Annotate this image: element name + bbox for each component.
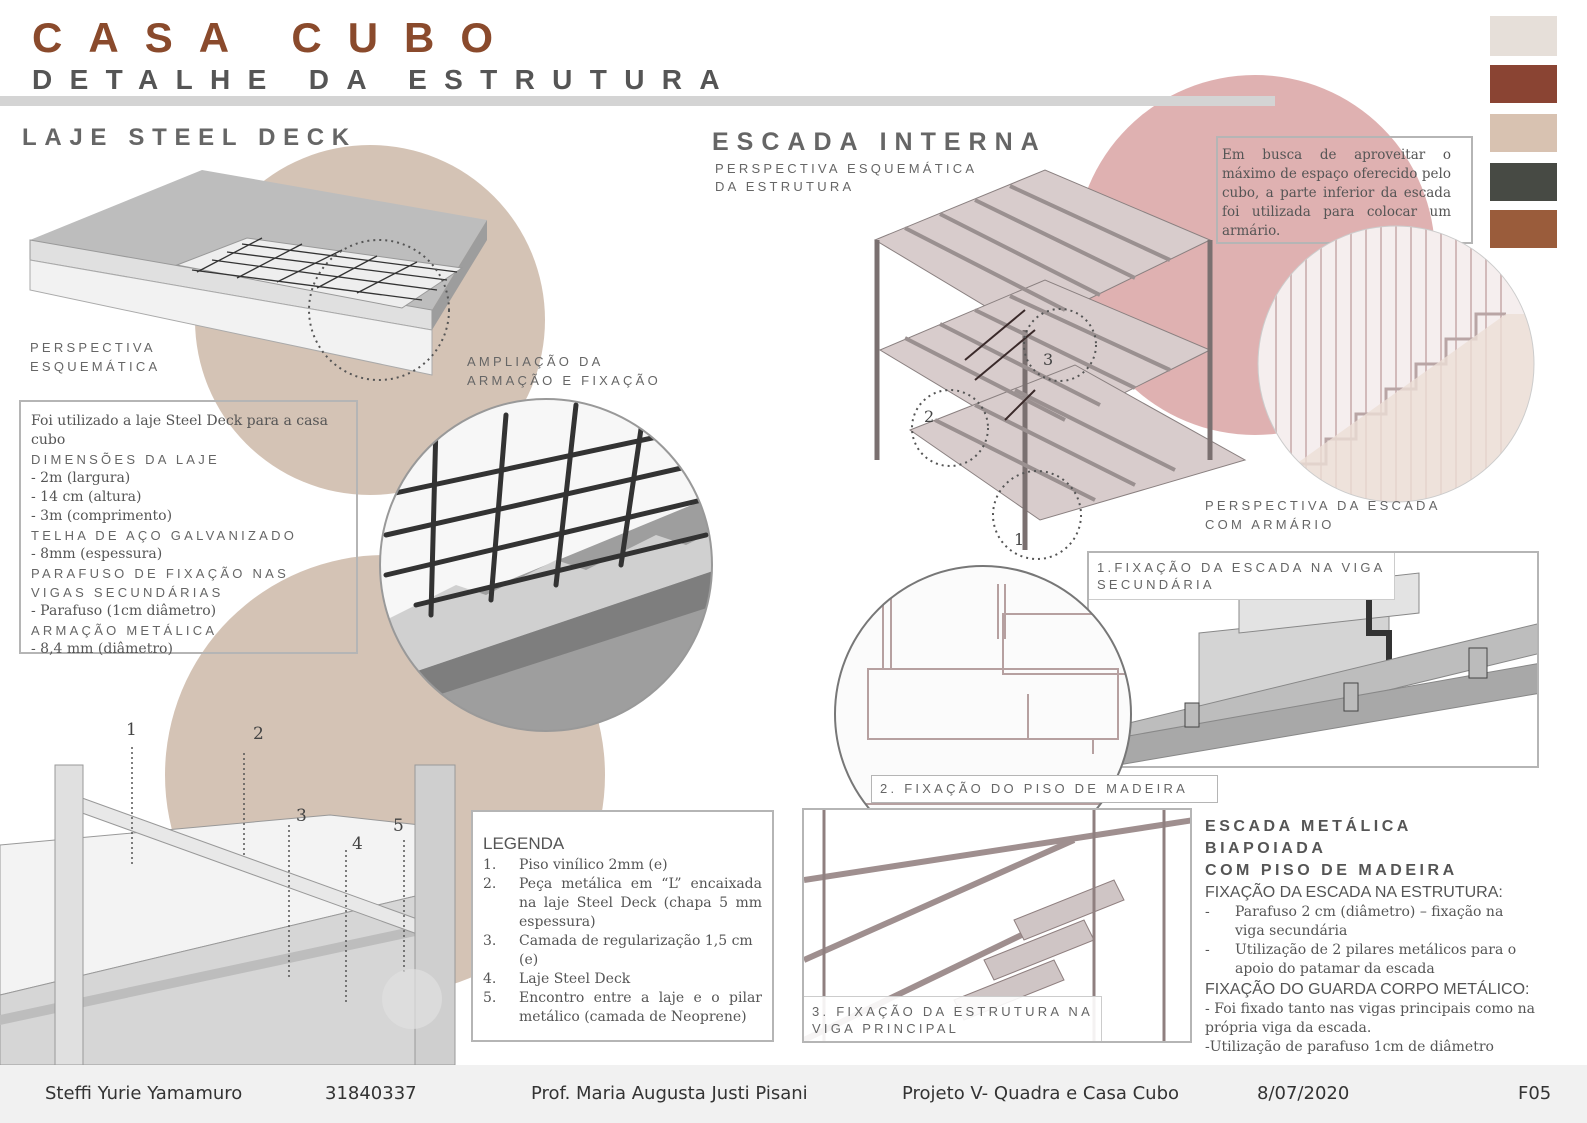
- fix1-panel: 1.FIXAÇÃO DA ESCADA NA VIGA SECUNDÁRIA: [1087, 551, 1539, 768]
- stair-marker-3: 3: [1043, 350, 1054, 369]
- footer-professor: Prof. Maria Augusta Justi Pisani: [531, 1083, 808, 1104]
- swatch-3: [1490, 114, 1557, 152]
- laje-intro: Foi utilizado a laje Steel Deck para a c…: [31, 413, 328, 448]
- stair-marker-1: 1: [1014, 530, 1025, 549]
- legenda-item: 5.Encontro entre a laje e o pilar metáli…: [483, 990, 762, 1025]
- fix1-label: 1.FIXAÇÃO DA ESCADA NA VIGA SECUNDÁRIA: [1089, 553, 1395, 600]
- dims-title: DIMENSÕES DA LAJE: [31, 452, 220, 467]
- footer-ra: 31840337: [325, 1083, 417, 1104]
- stair-marker-2: 2: [924, 407, 935, 426]
- legenda-item: 4.Laje Steel Deck: [483, 971, 631, 987]
- swatch-5: [1490, 210, 1557, 248]
- footer: Steffi Yurie Yamamuro 31840337 Prof. Mar…: [0, 1065, 1587, 1123]
- guard-title: FIXAÇÃO DO GUARDA CORPO METÁLICO:: [1205, 981, 1530, 998]
- detail-number-2: 2: [253, 724, 264, 744]
- armacao-detail-circle: [379, 398, 713, 732]
- escada-sub-label: PERSPECTIVA ESQUEMÁTICA DA ESTRUTURA: [715, 161, 978, 194]
- steel-deck-drawing: [29, 170, 487, 381]
- detail-number-5: 5: [393, 816, 404, 836]
- laje-section-drawing: [0, 747, 456, 1065]
- laje-perspective-label: PERSPECTIVA ESQUEMÁTICA: [30, 340, 161, 374]
- legenda-box: LEGENDA 1.Piso vinílico 2mm (e) 2.Peça m…: [471, 810, 774, 1042]
- stair-structure-drawing: [873, 169, 1247, 560]
- color-palette: [1490, 16, 1557, 248]
- footer-date: 8/07/2020: [1257, 1083, 1350, 1104]
- neoprene-detail-circle: [382, 969, 442, 1029]
- legenda-item: 3.Camada de regularização 1,5 cm (e): [483, 933, 753, 968]
- fix-item: -Utilização de 2 pilares metálicos para …: [1205, 942, 1517, 977]
- legenda-item: 2.Peça metálica em “L” encaixada na laje…: [483, 876, 762, 930]
- fix-item: -Parafuso 2 cm (diâmetro) – fixação na v…: [1205, 904, 1504, 939]
- escada-desc-title-2: COM PISO DE MADEIRA: [1205, 862, 1458, 879]
- stair-wardrobe-circle: [1257, 225, 1535, 503]
- header-divider: [0, 96, 1275, 106]
- laje-heading: LAJE STEEL DECK: [22, 124, 357, 151]
- ampliacao-label: AMPLIAÇÃO DA ARMAÇÃO E FIXAÇÃO: [467, 354, 661, 388]
- escada-note: Em busca de aproveitar o máximo de espaç…: [1222, 147, 1451, 239]
- detail-number-3: 3: [296, 806, 307, 826]
- legenda-item: 1.Piso vinílico 2mm (e): [483, 857, 668, 873]
- detail-circle: [308, 239, 450, 381]
- fix3-label: 3. FIXAÇÃO DA ESTRUTURA NA VIGA PRINCIPA…: [804, 996, 1102, 1041]
- fix-structure-title: FIXAÇÃO DA ESCADA NA ESTRUTURA:: [1205, 884, 1503, 901]
- escada-heading: ESCADA INTERNA: [712, 128, 1047, 156]
- swatch-4: [1490, 163, 1557, 201]
- laje-info-box: Foi utilizado a laje Steel Deck para a c…: [19, 400, 358, 657]
- footer-project: Projeto V- Quadra e Casa Cubo: [902, 1083, 1180, 1104]
- footer-sheet: F05: [1518, 1083, 1552, 1104]
- detail-number-4: 4: [352, 834, 363, 854]
- swatch-1: [1490, 16, 1557, 56]
- guard-item: - Foi fixado tanto nas vigas principais …: [1205, 1001, 1535, 1036]
- escada-perspective-label: PERSPECTIVA DA ESCADA COM ARMÁRIO: [1205, 498, 1441, 532]
- telha-title: TELHA DE AÇO GALVANIZADO: [31, 528, 298, 543]
- legenda-title: LEGENDA: [483, 834, 565, 853]
- page-title: CASA CUBO: [32, 14, 520, 61]
- page-subtitle: DETALHE DA ESTRUTURA: [32, 64, 737, 95]
- parafuso-title: PARAFUSO DE FIXAÇÃO NAS VIGAS SECUNDÁRIA…: [31, 566, 289, 600]
- escada-desc-title-1: ESCADA METÁLICA BIAPOIADA: [1205, 818, 1412, 857]
- fix3-panel: 3. FIXAÇÃO DA ESTRUTURA NA VIGA PRINCIPA…: [802, 808, 1192, 1043]
- guard-item: -Utilização de parafuso 1cm de diâmetro: [1205, 1039, 1494, 1055]
- escada-description: ESCADA METÁLICA BIAPOIADA COM PISO DE MA…: [1205, 816, 1535, 1057]
- detail-number-1: 1: [126, 720, 137, 740]
- swatch-2: [1490, 65, 1557, 103]
- footer-author: Steffi Yurie Yamamuro: [45, 1083, 243, 1104]
- fix2-label: 2. FIXAÇÃO DO PISO DE MADEIRA: [871, 775, 1218, 803]
- armacao-title: ARMAÇÃO METÁLICA: [31, 623, 218, 638]
